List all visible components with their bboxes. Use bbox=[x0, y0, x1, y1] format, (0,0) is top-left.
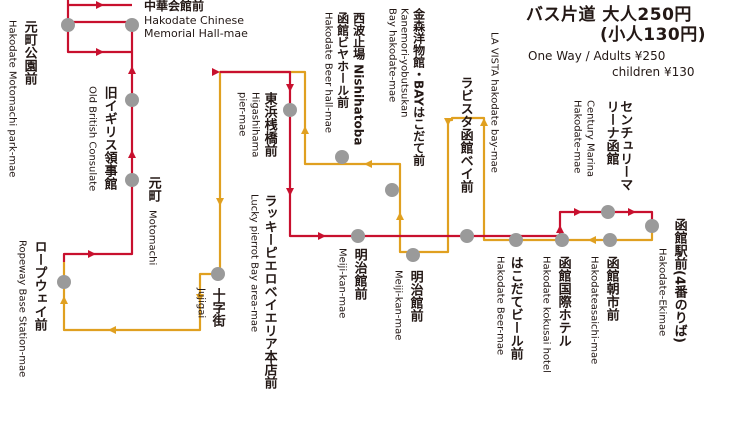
stop-label-british-consulate-en: Old British Consulate bbox=[86, 86, 98, 192]
stop-label-century-marina-en1: Century Marina bbox=[584, 100, 596, 178]
stop-label-kanemori-en1: Kanemori-yobutsukan bbox=[398, 8, 410, 118]
stop-label-lucky-pierrot-en: Lucky pierrot Bay area-mae bbox=[248, 194, 260, 333]
red-arrow bbox=[286, 84, 294, 92]
stop-label-higashihama-en2: pier-mae bbox=[236, 92, 248, 137]
stop-label-chinese-memorial-en1: Hakodate Chinese bbox=[144, 14, 244, 27]
stop-marker-nishihatoba bbox=[335, 150, 349, 164]
stop-marker-british-consulate bbox=[125, 93, 139, 107]
stop-marker-higashihama bbox=[283, 103, 297, 117]
stop-marker-ropeway bbox=[57, 275, 71, 289]
yellow-arrow bbox=[480, 118, 488, 126]
stop-label-century-marina-en2: Hakodate-mae bbox=[571, 100, 583, 174]
stop-label-meiji-kan-2-en: Meiji-kan-mae bbox=[392, 270, 404, 341]
stop-marker-kanemori bbox=[385, 183, 399, 197]
stop-marker-chinese-memorial bbox=[125, 18, 139, 32]
stop-label-asaichi-en: Hakodateasaichi-mae bbox=[588, 256, 600, 365]
red-arrow bbox=[212, 68, 220, 76]
red-arrow bbox=[128, 150, 136, 158]
red-arrow bbox=[556, 225, 564, 233]
stop-marker-ekimae bbox=[645, 219, 659, 233]
red-arrow bbox=[88, 250, 96, 258]
stop-label-meiji-kan-1-en: Meiji-kan-mae bbox=[336, 248, 348, 319]
red-arrow bbox=[96, 1, 104, 9]
yellow-arrow bbox=[444, 118, 452, 126]
red-arrow bbox=[574, 208, 582, 216]
red-arrow bbox=[96, 48, 104, 56]
stop-marker-motomachi-park bbox=[61, 18, 75, 32]
yellow-arrow bbox=[60, 296, 68, 304]
red-arrow bbox=[318, 232, 326, 240]
stop-label-nishihatoba-en: Hakodate Beer hall-mae bbox=[322, 12, 334, 134]
stop-label-hakodate-beer-en: Hakodate Beer-mae bbox=[494, 256, 506, 356]
stop-label-nishihatoba-ja2: 函館ビヤホール前 bbox=[335, 12, 350, 108]
stop-label-higashihama-en1: Higashihama bbox=[249, 92, 261, 158]
stop-label-nishihatoba-ja1: 西波止場 Nishihatoba bbox=[351, 12, 366, 146]
stop-marker-motomachi bbox=[125, 173, 139, 187]
stop-label-century-marina-ja: センチュリーマリーナ函館 bbox=[603, 100, 633, 191]
stop-label-jujigai-ja: 十字街 bbox=[209, 288, 225, 327]
fare-child-ja: (小人130円) bbox=[600, 25, 707, 45]
stop-label-lucky-pierrot-ja: ラッキーピエロベイエリア本店前 bbox=[261, 194, 277, 389]
stop-marker-meiji-kan-1 bbox=[351, 229, 365, 243]
stop-label-kokusai-hotel-en: Hakodate kokusai hotel bbox=[540, 256, 552, 373]
stop-label-british-consulate-ja: 旧イギリス領事館 bbox=[101, 86, 117, 190]
stop-label-ekimae-en: Hakodate-Ekimae bbox=[656, 248, 668, 337]
stop-marker-asaichi bbox=[603, 233, 617, 247]
stop-marker-hakodate-beer bbox=[509, 233, 523, 247]
stop-label-motomachi-en: Motomachi bbox=[146, 210, 158, 266]
yellow-arrow bbox=[196, 294, 204, 302]
stop-label-kokusai-hotel-ja: 函館国際ホテル bbox=[555, 256, 571, 347]
stop-label-motomachi-ja: 元町 bbox=[145, 176, 161, 202]
stop-label-jujigai-en: Jujigai bbox=[195, 288, 207, 319]
stop-label-la-vista-ja: ラビスタ函館ベイ前 bbox=[457, 76, 473, 193]
yellow-arrow bbox=[301, 126, 309, 134]
fare-adult-ja: バス片道 大人250円 bbox=[526, 5, 692, 25]
red-arrow bbox=[286, 188, 294, 196]
stop-label-chinese-memorial-en2: Memorial Hall-mae bbox=[144, 27, 248, 40]
stop-label-kanemori-en2: Bay hakodate-mae bbox=[386, 8, 398, 103]
fare-child-en: children ¥130 bbox=[612, 65, 695, 79]
stop-label-meiji-kan-1-ja: 明治館前 bbox=[351, 248, 367, 300]
stop-label-chinese-memorial-ja: 中華会館前 bbox=[144, 0, 205, 13]
yellow-arrow bbox=[108, 326, 116, 334]
yellow-arrow bbox=[396, 212, 404, 220]
stop-label-higashihama-ja: 東浜桟橋前 bbox=[261, 92, 277, 157]
stop-marker-meiji-kan-2 bbox=[406, 248, 420, 262]
stop-marker-kokusai-hotel bbox=[555, 233, 569, 247]
fare-adult-en: One Way / Adults ¥250 bbox=[528, 49, 666, 63]
stop-marker-jujigai bbox=[211, 267, 225, 281]
stop-label-ekimae-ja: 函館駅前(4番のりば) bbox=[671, 218, 687, 343]
stop-label-asaichi-ja: 函館朝市前 bbox=[603, 256, 619, 321]
stop-label-hakodate-beer-ja: はこだてビール前 bbox=[507, 256, 523, 360]
stop-label-motomachi-park-en: Hakodate Motomachi park-mae bbox=[6, 20, 18, 178]
stop-label-motomachi-park-ja: 元町公園前 bbox=[21, 20, 37, 85]
red-arrow bbox=[628, 208, 636, 216]
red-arrow bbox=[128, 66, 136, 74]
yellow-arrow bbox=[364, 160, 372, 168]
stop-label-kanemori-ja: 金森洋物館・BAYはこだて前 bbox=[411, 8, 426, 166]
stop-label-meiji-kan-2-ja: 明治館前 bbox=[407, 270, 423, 322]
stop-marker-century-marina bbox=[601, 205, 615, 219]
stop-label-ropeway-ja: ロープウェイ前 bbox=[31, 240, 47, 331]
yellow-arrow bbox=[216, 198, 224, 206]
stop-label-la-vista-en: LA VISTA hakodate bay-mae bbox=[488, 32, 500, 173]
yellow-arrow bbox=[588, 236, 596, 244]
stop-marker-la-vista bbox=[460, 229, 474, 243]
stop-label-ropeway-en: Ropeway Base Station-mae bbox=[16, 240, 28, 378]
